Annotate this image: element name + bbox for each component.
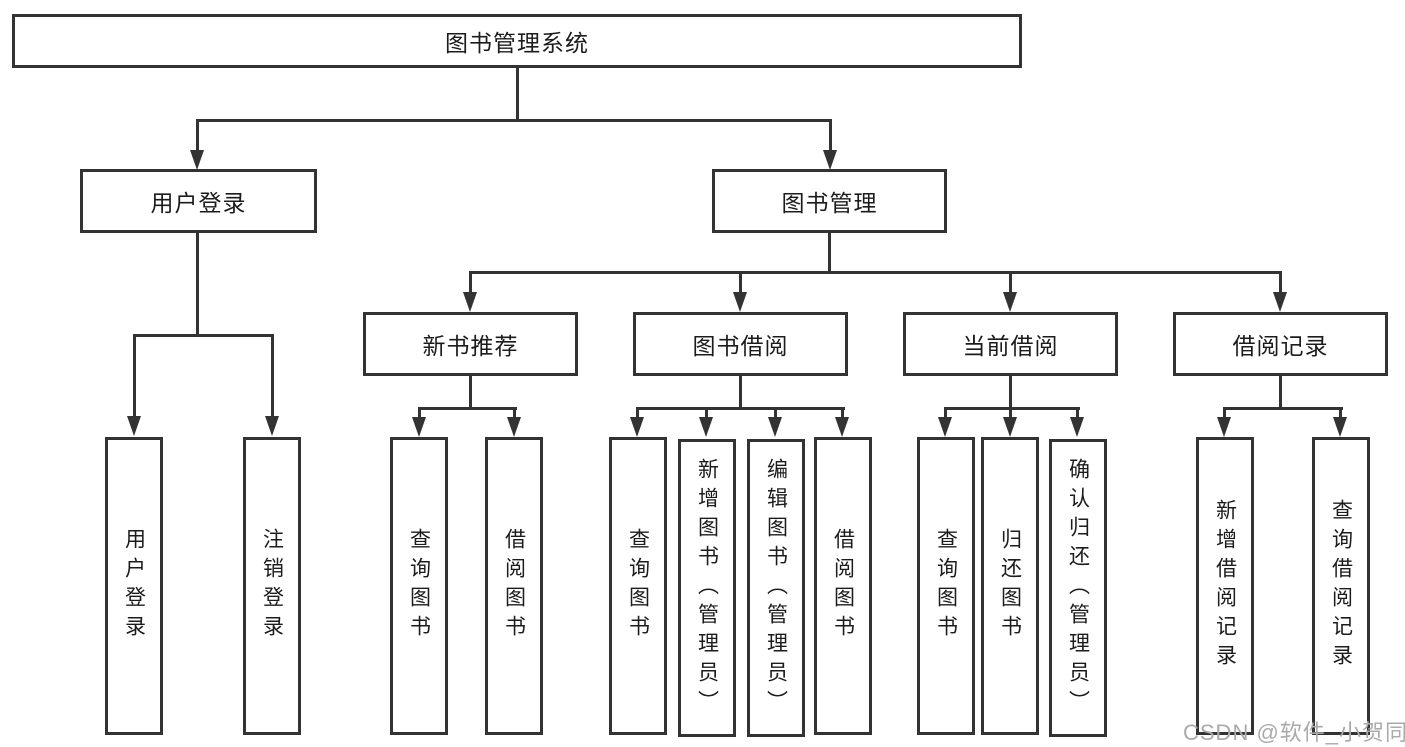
leaf-label: 查询图书 (407, 528, 431, 644)
leaf-borrow-edit-book-admin: 编辑图书（管理员） (747, 439, 805, 737)
connector-line (739, 376, 742, 409)
connector-line (469, 271, 472, 293)
connector-line (1076, 407, 1079, 418)
arrow-down-icon (463, 292, 477, 312)
arrow-down-icon (1070, 417, 1084, 437)
arrow-down-icon (835, 417, 849, 437)
node-label: 当前借阅 (962, 333, 1059, 359)
arrow-down-icon (1003, 292, 1017, 312)
leaf-label: 注销登录 (260, 528, 284, 644)
connector-line (196, 119, 199, 151)
connector-line (196, 119, 832, 122)
arrow-down-icon (507, 417, 521, 437)
arrow-down-icon (1273, 292, 1287, 312)
connector-line (1279, 376, 1282, 409)
arrow-down-icon (699, 417, 713, 437)
arrow-down-icon (190, 150, 204, 170)
node-label: 图书借阅 (692, 333, 789, 359)
leaf-label: 编辑图书（管理员） (764, 457, 788, 719)
arrow-down-icon (823, 150, 837, 170)
watermark: CSDN @软件_小贺同学 (1183, 720, 1405, 745)
connector-line (469, 271, 1282, 274)
arrow-down-icon (938, 417, 952, 437)
leaf-records-query-record: 查询借阅记录 (1312, 437, 1370, 735)
connector-line (705, 407, 708, 418)
arrow-down-icon (1333, 417, 1347, 437)
leaf-borrow-query-book: 查询图书 (609, 437, 667, 735)
leaf-label: 借阅图书 (502, 528, 526, 644)
leaf-current-confirm-return-admin: 确认归还（管理员） (1049, 439, 1107, 737)
leaf-label: 新增图书（管理员） (695, 457, 719, 719)
arrow-down-icon (1003, 417, 1017, 437)
node-borrow-records: 借阅记录 (1173, 312, 1388, 376)
arrow-down-icon (265, 416, 279, 436)
leaf-current-query-book: 查询图书 (917, 437, 975, 735)
arrow-down-icon (412, 417, 426, 437)
node-new-book-recommend: 新书推荐 (363, 312, 578, 376)
connector-line (133, 334, 136, 417)
node-label: 新书推荐 (422, 333, 519, 359)
leaf-records-add-record: 新增借阅记录 (1196, 437, 1254, 735)
connector-line (841, 407, 844, 418)
arrow-down-icon (127, 416, 141, 436)
connector-line (774, 407, 777, 418)
leaf-borrow-add-book-admin: 新增图书（管理员） (678, 439, 736, 737)
node-library-management-system: 图书管理系统 (12, 14, 1022, 68)
leaf-label: 用户登录 (122, 528, 146, 644)
connector-line (1339, 407, 1342, 418)
connector-line (1279, 271, 1282, 293)
leaf-label: 查询借阅记录 (1329, 499, 1353, 673)
arrow-down-icon (1217, 417, 1231, 437)
node-label: 图书管理 (781, 190, 878, 216)
connector-line (637, 407, 845, 410)
leaf-label: 归还图书 (998, 528, 1022, 644)
connector-line (944, 407, 947, 418)
connector-line (739, 271, 742, 293)
connector-line (418, 407, 517, 410)
connector-line (1009, 271, 1012, 293)
connector-line (1223, 407, 1226, 418)
node-book-management: 图书管理 (712, 169, 947, 233)
connector-line (828, 233, 831, 274)
connector-line (133, 334, 274, 337)
leaf-current-return-book: 归还图书 (981, 437, 1039, 735)
node-label: 用户登录 (150, 190, 247, 216)
connector-line (516, 68, 519, 119)
leaf-logout: 注销登录 (243, 437, 301, 735)
leaf-label: 查询图书 (934, 528, 958, 644)
leaf-label: 新增借阅记录 (1213, 499, 1237, 673)
arrow-down-icon (630, 417, 644, 437)
leaf-user-login: 用户登录 (105, 437, 163, 735)
node-label: 借阅记录 (1232, 333, 1329, 359)
connector-line (513, 407, 516, 418)
connector-line (271, 334, 274, 417)
connector-line (1009, 376, 1012, 409)
node-current-borrow: 当前借阅 (903, 312, 1118, 376)
connector-line (636, 407, 639, 418)
connector-line (1009, 407, 1012, 418)
arrow-down-icon (768, 417, 782, 437)
node-label: 图书管理系统 (445, 30, 589, 56)
node-user-login: 用户登录 (80, 169, 317, 233)
leaf-borrow-borrow-book: 借阅图书 (814, 437, 872, 735)
connector-line (944, 407, 1080, 410)
leaf-recommend-borrow-book: 借阅图书 (485, 437, 543, 735)
node-book-borrow: 图书借阅 (633, 312, 848, 376)
leaf-label: 确认归还（管理员） (1066, 457, 1090, 719)
leaf-label: 查询图书 (626, 528, 650, 644)
connector-line (418, 407, 421, 418)
connector-line (1223, 407, 1343, 410)
connector-line (196, 233, 199, 336)
arrow-down-icon (733, 292, 747, 312)
connector-line (829, 119, 832, 151)
leaf-label: 借阅图书 (831, 528, 855, 644)
leaf-recommend-query-book: 查询图书 (390, 437, 448, 735)
connector-line (469, 376, 472, 409)
